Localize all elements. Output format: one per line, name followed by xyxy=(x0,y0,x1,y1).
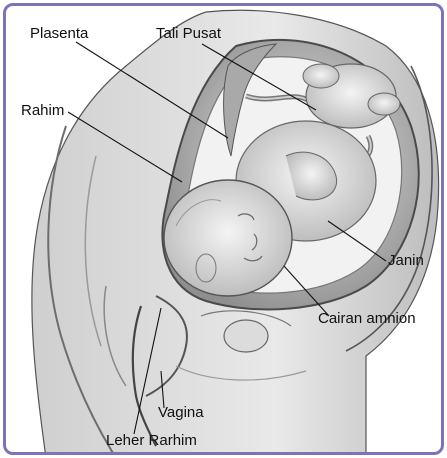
pregnancy-illustration xyxy=(6,6,444,455)
label-janin: Janin xyxy=(388,253,424,268)
label-cairan-amnion: Cairan amnion xyxy=(318,311,416,326)
fetus-head xyxy=(164,180,292,296)
label-tali-pusat: Tali Pusat xyxy=(156,26,221,41)
label-plasenta: Plasenta xyxy=(30,26,88,41)
bladder xyxy=(224,320,268,352)
label-vagina: Vagina xyxy=(158,405,204,420)
diagram-frame: Plasenta Tali Pusat Rahim Janin Cairan a… xyxy=(3,3,444,455)
label-leher-rarhim: Leher Rarhim xyxy=(106,433,197,448)
label-rahim: Rahim xyxy=(21,103,64,118)
